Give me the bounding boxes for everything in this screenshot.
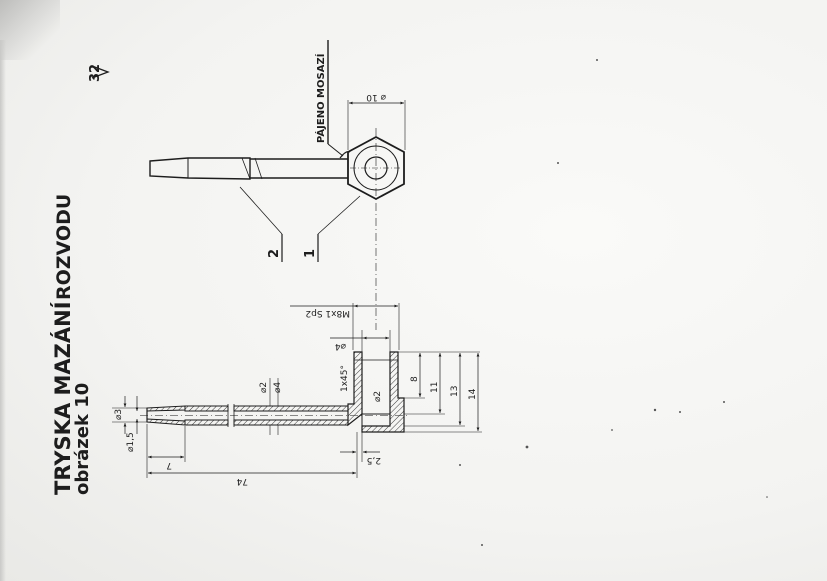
vdim-13-label: 13 — [450, 386, 460, 397]
tube-d4-group: ⌀4 — [273, 382, 283, 393]
speck — [459, 464, 461, 466]
tube-break-mark-2 — [254, 157, 263, 180]
annotation-group: PÁJENO MOSAZÍ — [314, 53, 327, 143]
hex-dim-label: ⌀ 10 — [366, 92, 386, 102]
bore-dim-text-group: ⌀4 — [335, 341, 346, 351]
annotation-leader — [327, 143, 344, 157]
len-74-group: 74 — [236, 476, 248, 486]
bore-dim-label: ⌀4 — [335, 341, 346, 351]
part1-label-group: 1 — [303, 249, 318, 258]
speck — [653, 408, 657, 412]
len-25-label: 2,5 — [367, 455, 381, 465]
thread-dim-label: M8x1 Sp2 — [305, 308, 350, 318]
scan-specks — [459, 59, 768, 546]
body-wall-left — [347, 351, 363, 427]
len-7-group: 7 — [166, 460, 172, 470]
tube-d4-label: ⌀4 — [273, 382, 283, 393]
part1-leader — [317, 195, 361, 235]
speck — [481, 544, 483, 546]
top-view: ⌀ 10 PÁJENO MOSAZÍ 2 1 — [149, 40, 406, 330]
tube-d2-label: ⌀2 — [259, 382, 269, 393]
tube-top-view — [149, 157, 251, 180]
tube-tip-wall-lower — [146, 418, 186, 426]
speck — [766, 496, 768, 498]
title-main: TRYSKA MAZÁNÍ — [50, 301, 75, 495]
hex-dim-text-group: ⌀ 10 — [366, 92, 386, 102]
solder-fillet — [339, 151, 351, 159]
inner-d2-label: ⌀2 — [373, 391, 383, 402]
thread-dim-text-group: M8x1 Sp2 — [305, 308, 350, 318]
len-7-label: 7 — [166, 460, 172, 470]
tube-break-mark — [241, 157, 251, 180]
tube-wall-lower-b — [233, 419, 349, 426]
vdim-14-group: 14 — [468, 388, 478, 400]
title-main-suffix: ROZVODU — [53, 194, 75, 300]
vdim-13-group: 13 — [450, 386, 460, 397]
tip-d15-label: ⌀1,5 — [126, 432, 136, 452]
tip-d3-group: ⌀3 — [114, 409, 124, 420]
len-25-group: 2,5 — [367, 455, 381, 465]
chamfer-label: 1x45° — [340, 365, 350, 392]
title-subtitle: obrázek 10 — [72, 383, 93, 495]
vdim-8-label: 8 — [410, 376, 420, 382]
scan-corner-shadow — [0, 0, 60, 60]
tube-tip-wall-upper — [146, 405, 186, 412]
speck — [557, 162, 559, 164]
tip-d15-group: ⌀1,5 — [126, 432, 136, 452]
part1-label: 1 — [303, 249, 318, 258]
tip-d3-label: ⌀3 — [114, 409, 124, 420]
inner-d2-group: ⌀2 — [373, 391, 383, 402]
tube-d2-group: ⌀2 — [259, 382, 269, 393]
section-view: M8x1 Sp2 ⌀4 1x45° ⌀2 — [112, 303, 482, 486]
speck — [611, 429, 613, 431]
tube-wall-upper-b — [233, 405, 349, 412]
vdim-8-group: 8 — [410, 376, 420, 382]
len-74-label: 74 — [236, 476, 248, 486]
speck — [723, 401, 725, 403]
page-number-mark — [91, 65, 110, 79]
body-wall-right — [361, 351, 405, 433]
vdim-11-label: 11 — [430, 382, 440, 393]
part2-label: 2 — [267, 249, 282, 258]
speck — [679, 411, 681, 413]
speck — [525, 445, 529, 449]
title-block: TRYSKA MAZÁNÍ ROZVODU obrázek 10 — [50, 194, 93, 495]
part2-label-group: 2 — [267, 249, 282, 258]
scan-edge-shadow — [0, 40, 6, 581]
tube-wall-lower-a — [184, 419, 229, 426]
vdim-14-label: 14 — [468, 388, 478, 400]
part2-leader — [239, 186, 283, 235]
tube-wall-upper-a — [184, 405, 229, 412]
chamfer-group: 1x45° — [340, 365, 350, 392]
speck — [596, 59, 598, 61]
annotation-text: PÁJENO MOSAZÍ — [314, 53, 327, 143]
vdim-11-group: 11 — [430, 382, 440, 393]
